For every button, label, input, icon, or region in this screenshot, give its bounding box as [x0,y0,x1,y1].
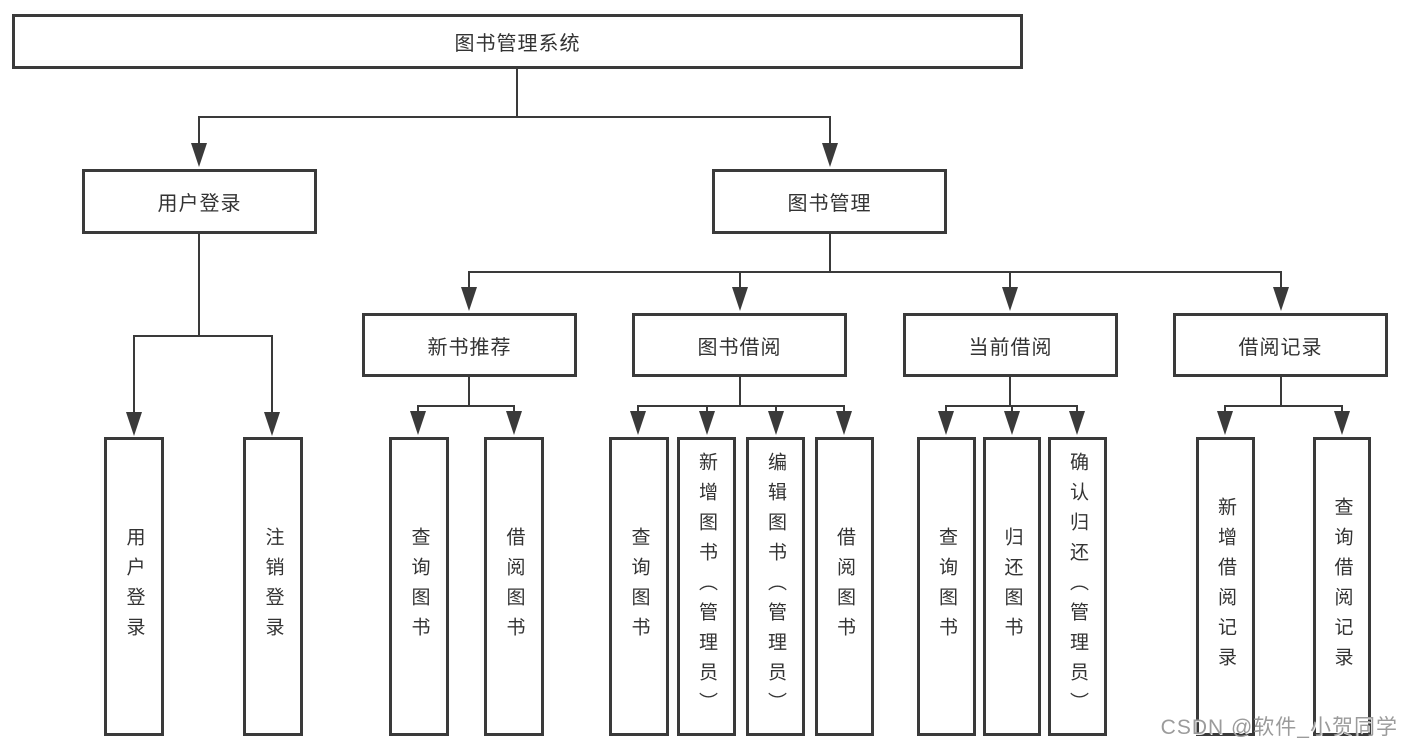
edge-line-vertical [198,117,200,146]
edge-line-vertical [945,406,947,413]
edge-line-vertical [775,406,777,413]
edge-line-horizontal [637,405,845,407]
edge-line-vertical [739,377,741,407]
edge-line-vertical [1076,406,1078,413]
arrow-down-icon [506,411,522,435]
edge-line-vertical [1011,406,1013,413]
arrow-down-icon [126,412,142,436]
edge-line-vertical [468,377,470,407]
arrow-down-icon [768,411,784,435]
arrow-down-icon [630,411,646,435]
arrow-down-icon [836,411,852,435]
leaf-cb-confirm-return-admin: 确认归还（管理员） [1048,437,1107,736]
leaf-br-add-record: 新增借阅记录 [1196,437,1255,736]
leaf-br-query-record: 查询借阅记录 [1313,437,1371,736]
arrow-down-icon [191,143,207,167]
watermark: CSDN @软件_小贺同学 [1160,716,1398,739]
leaf-nb-query-books: 查询图书 [389,437,449,736]
edge-line-vertical [637,406,639,413]
leaf-cb-query-books: 查询图书 [917,437,976,736]
leaf-bb-add-books-admin: 新增图书（管理员） [677,437,736,736]
arrow-down-icon [1273,287,1289,311]
arrow-down-icon [1002,287,1018,311]
edge-line-vertical [1280,272,1282,290]
edge-line-vertical [1280,377,1282,407]
arrow-down-icon [410,411,426,435]
edge-line-vertical [1224,406,1226,413]
node-book-management: 图书管理 [712,169,947,234]
edge-line-horizontal [1224,405,1343,407]
edge-line-horizontal [468,271,1282,273]
leaf-bb-borrow-books: 借阅图书 [815,437,874,736]
edge-line-vertical [468,272,470,290]
edge-line-vertical [133,336,135,414]
edge-line-vertical [843,406,845,413]
edge-line-horizontal [133,335,273,337]
arrow-down-icon [938,411,954,435]
node-new-book-recommendation: 新书推荐 [362,313,577,377]
edge-line-vertical [829,117,831,146]
edge-line-vertical [829,234,831,273]
edge-line-vertical [706,406,708,413]
edge-line-vertical [1009,272,1011,290]
leaf-nb-borrow-books: 借阅图书 [484,437,544,736]
arrow-down-icon [732,287,748,311]
node-library-management-system: 图书管理系统 [12,14,1023,69]
arrow-down-icon [264,412,280,436]
arrow-down-icon [1004,411,1020,435]
edge-line-vertical [1341,406,1343,413]
leaf-bb-edit-books-admin: 编辑图书（管理员） [746,437,805,736]
edge-line-vertical [271,336,273,414]
edge-line-vertical [417,406,419,413]
node-current-borrowing: 当前借阅 [903,313,1118,377]
edge-line-horizontal [198,116,831,118]
leaf-logout: 注销登录 [243,437,303,736]
leaf-cb-return-books: 归还图书 [983,437,1041,736]
node-borrowing-records: 借阅记录 [1173,313,1388,377]
node-user-login: 用户登录 [82,169,317,234]
leaf-user-login: 用户登录 [104,437,164,736]
edge-line-vertical [1009,377,1011,407]
arrow-down-icon [1334,411,1350,435]
arrow-down-icon [822,143,838,167]
edge-line-vertical [739,272,741,290]
arrow-down-icon [699,411,715,435]
edge-line-vertical [198,234,200,337]
arrow-down-icon [1069,411,1085,435]
edge-line-vertical [516,69,518,118]
arrow-down-icon [461,287,477,311]
edge-line-horizontal [417,405,515,407]
leaf-bb-query-books: 查询图书 [609,437,669,736]
node-book-borrowing: 图书借阅 [632,313,847,377]
arrow-down-icon [1217,411,1233,435]
edge-line-vertical [513,406,515,413]
